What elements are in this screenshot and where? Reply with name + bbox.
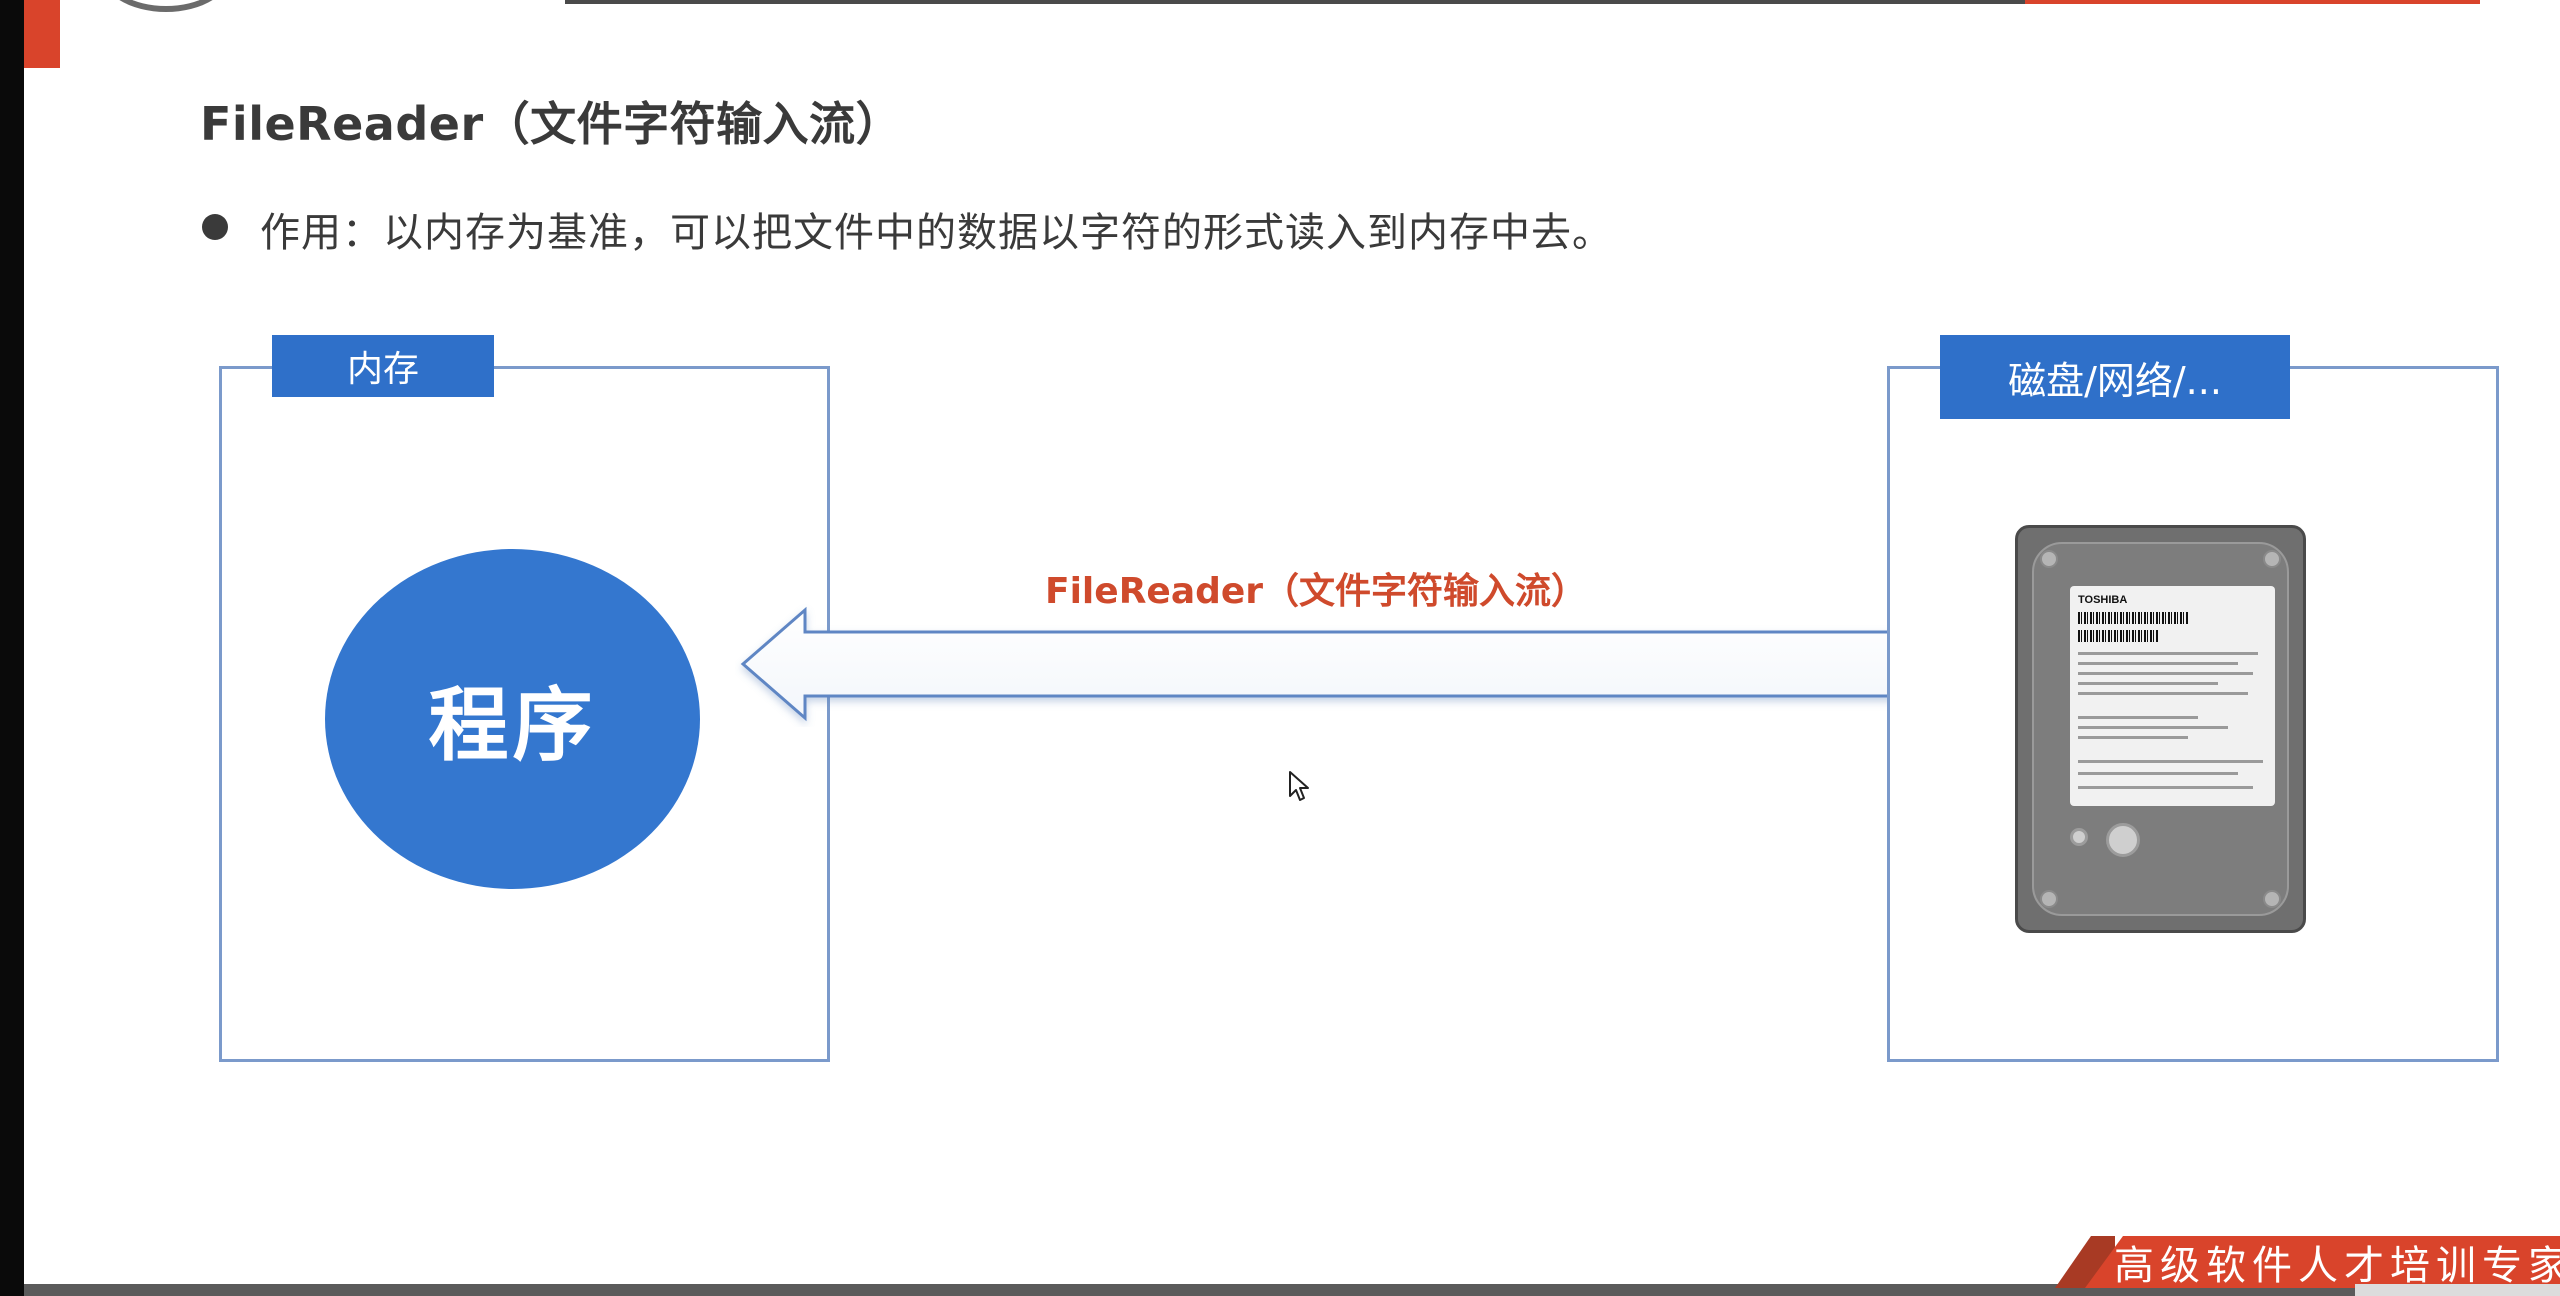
brand-banner: 高级软件人才培训专家 [2085, 1236, 2560, 1288]
screw-hole-icon [2070, 828, 2088, 846]
hard-drive-image: TOSHIBA [2015, 525, 2306, 933]
top-divider-line [565, 0, 2025, 4]
bottom-bar [24, 1284, 2560, 1296]
screw-icon [2040, 890, 2058, 908]
label-text-line [2078, 760, 2263, 763]
mouse-cursor-icon [1289, 771, 1309, 801]
label-text-line [2078, 672, 2253, 675]
label-text-line [2078, 772, 2238, 775]
hard-drive-brand: TOSHIBA [2078, 594, 2128, 606]
disk-label: 磁盘/网络/... [1940, 335, 2290, 419]
label-text-line [2078, 786, 2253, 789]
label-text-line [2078, 662, 2238, 665]
corner-accent-block [24, 0, 60, 68]
label-text-line [2078, 716, 2198, 719]
label-text-line [2078, 652, 2258, 655]
disk-box [1887, 366, 2499, 1062]
label-text-line [2078, 726, 2228, 729]
hard-drive-label: TOSHIBA [2070, 586, 2275, 806]
corner-logo-arc [100, 0, 232, 12]
brand-slogan: 高级软件人才培训专家 [2114, 1243, 2560, 1289]
label-text-line [2078, 692, 2248, 695]
arrow-caption: FileReader（文件字符输入流） [1045, 571, 1588, 612]
bullet-text: 作用：以内存为基准，可以把文件中的数据以字符的形式读入到内存中去。 [260, 210, 1613, 256]
screw-icon [2263, 550, 2281, 568]
barcode-icon [2078, 630, 2158, 642]
screw-icon [2040, 550, 2058, 568]
program-ellipse: 程序 [325, 549, 700, 889]
program-label: 程序 [428, 679, 597, 772]
spindle-icon [2106, 823, 2140, 857]
top-divider-accent [2025, 0, 2480, 4]
left-edge-bar [0, 0, 24, 1296]
left-arrow-icon [740, 606, 1945, 722]
bullet-dot-icon [202, 214, 228, 240]
memory-label: 内存 [272, 335, 494, 397]
footer-thumbnail-strip [2355, 1284, 2560, 1296]
screw-icon [2263, 890, 2281, 908]
label-text-line [2078, 682, 2218, 685]
barcode-icon [2078, 612, 2188, 624]
slide-title: FileReader（文件字符输入流） [200, 97, 903, 151]
label-text-line [2078, 736, 2188, 739]
